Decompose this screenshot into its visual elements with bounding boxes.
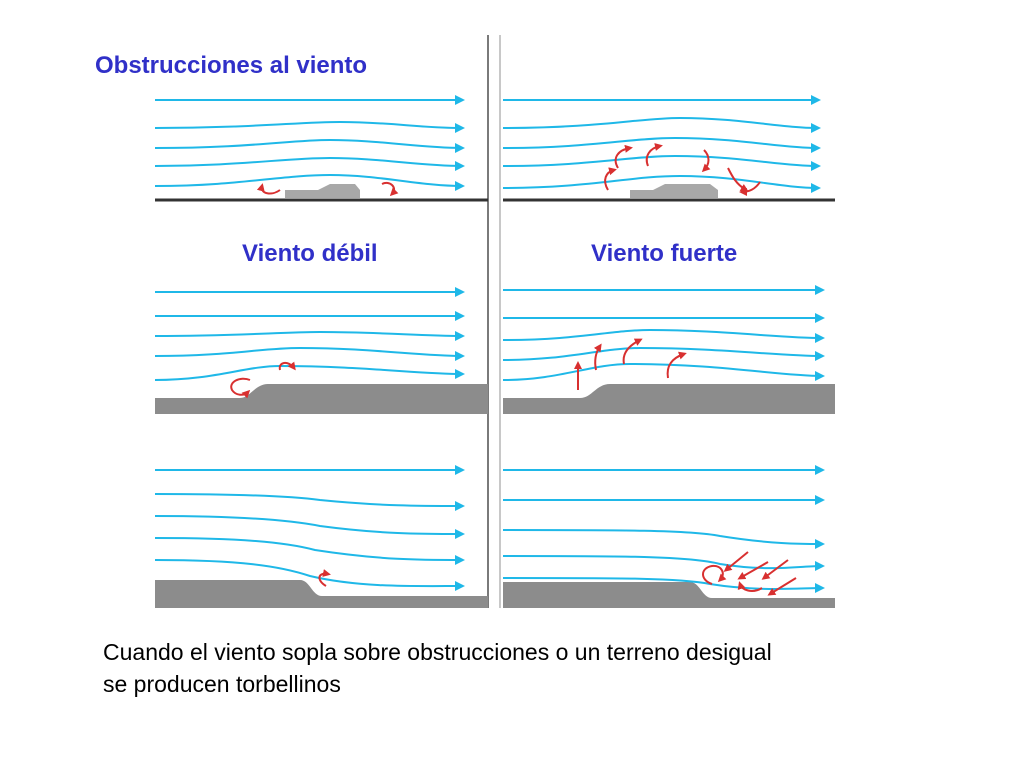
eddy-arrow [230,377,251,399]
panel-upslope-strong [502,285,835,414]
label-strong-wind: Viento fuerte [591,240,738,267]
eddy-arrow [622,338,643,365]
building-obstacle [285,184,360,198]
caption: Cuando el viento sopla sobre obstruccion… [103,636,772,700]
eddy-arrow [318,569,331,587]
panel-downslope-strong [502,465,835,608]
eddy-arrow [256,183,281,195]
terrain-step [503,582,835,608]
streamline [154,537,465,565]
streamline [502,136,821,153]
streamline [502,529,825,549]
streamline [154,120,465,133]
eddy-arrow [702,564,727,585]
streamline [154,330,465,341]
eddy-arrow [761,559,789,580]
streamline [154,559,465,592]
eddy-arrow [767,577,797,596]
eddy-arrow [604,167,617,191]
eddy-arrow [666,351,687,379]
building-obstacle [630,184,718,198]
eddy-arrow [737,581,763,592]
eddy-arrow [737,561,769,580]
panel-downslope-weak [154,465,488,608]
terrain-step [503,384,835,414]
eddy-arrow [381,182,399,197]
eddy-arrow [723,551,749,572]
caption-line: se producen torbellinos [103,671,341,697]
panel-obstruction-strong [502,95,835,202]
eddy-arrow [739,181,761,196]
streamline [154,138,465,153]
streamline [502,174,821,193]
streamline [502,362,825,381]
streamline [502,116,821,133]
panel-upslope-weak [154,287,488,414]
streamline [154,173,465,191]
streamline [502,154,821,171]
streamline [154,346,465,361]
streamline [154,493,465,511]
streamline [154,364,465,381]
streamline [154,156,465,171]
terrain-step [155,580,488,608]
streamline [502,346,825,361]
caption-line: Cuando el viento sopla sobre obstruccion… [103,639,772,665]
streamline [154,515,465,539]
streamline [502,555,825,572]
streamline [502,328,825,343]
eddy-arrow [645,143,663,167]
slide-title: Obstrucciones al viento [95,52,368,79]
eddy-arrow [701,149,711,173]
streamline [502,577,825,594]
terrain-step [155,384,488,414]
eddy-arrow [593,343,602,371]
eddy-arrow [614,144,633,169]
eddy-arrow [278,361,296,371]
panel-obstruction-weak [154,95,488,202]
label-weak-wind: Viento débil [242,240,378,267]
